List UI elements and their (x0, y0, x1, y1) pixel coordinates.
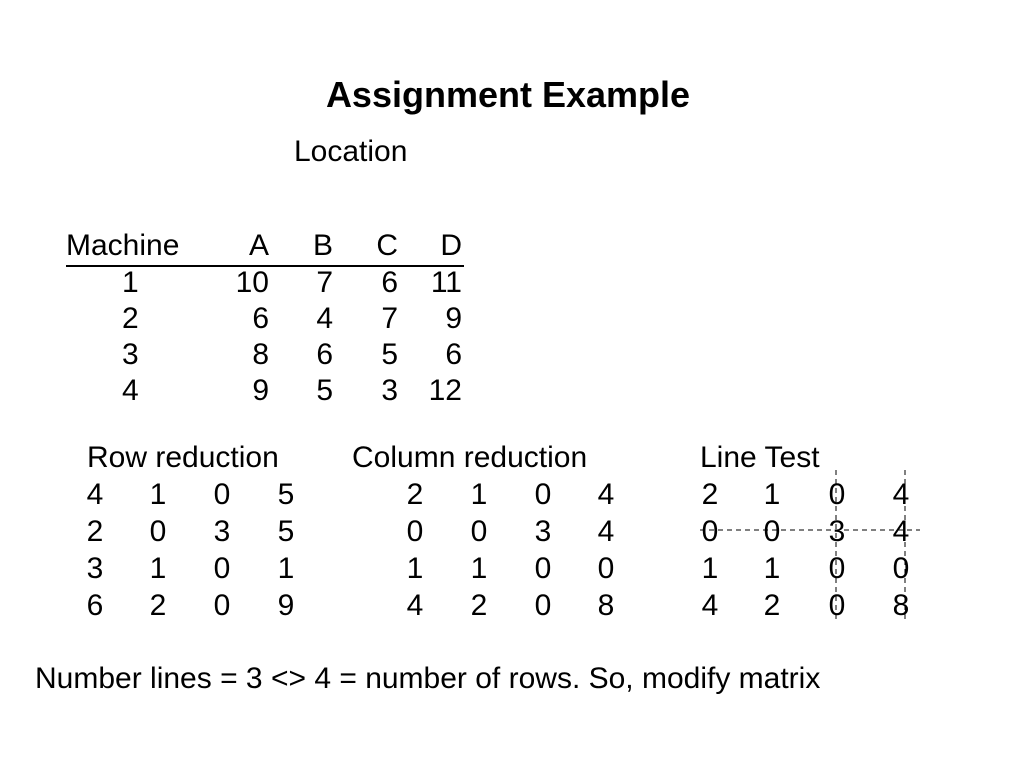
matrix-cell: 4 (406, 589, 424, 622)
matrix-cell: 1 (763, 478, 781, 511)
matrix-cell: 1 (149, 552, 167, 585)
column-header-location: C (376, 229, 398, 262)
matrix-cell: 0 (406, 515, 424, 548)
matrix-cell: 1 (470, 478, 488, 511)
cost-cell: 6 (381, 266, 398, 299)
cost-cell: 4 (316, 302, 333, 335)
matrix-cell: 1 (701, 552, 719, 585)
matrix-cell: 8 (597, 589, 615, 622)
matrix-cell: 3 (828, 515, 846, 548)
slide-title: Assignment Example (325, 74, 691, 115)
matrix-cell: 5 (277, 515, 295, 548)
matrix-cell: 0 (763, 515, 781, 548)
matrix-cell: 3 (213, 515, 231, 548)
cost-cell: 10 (235, 266, 269, 299)
matrix-cell: 0 (828, 589, 846, 622)
matrix-cell: 6 (86, 589, 104, 622)
cost-cell: 3 (381, 374, 398, 407)
column-header-location: B (312, 229, 333, 262)
matrix-cell: 0 (597, 552, 615, 585)
column-header-location: D (440, 229, 462, 262)
cost-cell: 7 (316, 266, 333, 299)
matrix-cell: 4 (597, 515, 615, 548)
row-reduction-label: Row reduction (87, 441, 279, 474)
matrix-cell: 2 (149, 589, 167, 622)
cost-cell: 12 (428, 374, 462, 407)
matrix-cell: 4 (701, 589, 719, 622)
matrix-cell: 2 (763, 589, 781, 622)
matrix-cell: 4 (86, 478, 104, 511)
cost-cell: 9 (445, 302, 462, 335)
matrix-cell: 4 (892, 478, 910, 511)
matrix-cell: 0 (213, 478, 231, 511)
matrix-cell: 3 (534, 515, 552, 548)
machine-number: 2 (122, 302, 139, 335)
cost-cell: 5 (316, 374, 333, 407)
matrix-cell: 9 (277, 589, 295, 622)
cost-cell: 8 (252, 338, 269, 371)
matrix-cell: 0 (828, 552, 846, 585)
header-underline (66, 265, 464, 267)
matrix-cell: 0 (534, 552, 552, 585)
cost-cell: 6 (252, 302, 269, 335)
matrix-cell: 1 (763, 552, 781, 585)
machine-number: 4 (122, 374, 139, 407)
matrix-cell: 4 (892, 515, 910, 548)
machine-number: 3 (122, 338, 139, 371)
matrix-cell: 5 (277, 478, 295, 511)
conclusion-text: Number lines = 3 <> 4 = number of rows. … (35, 662, 821, 695)
matrix-cell: 2 (86, 515, 104, 548)
cost-cell: 6 (445, 338, 462, 371)
matrix-cell: 2 (470, 589, 488, 622)
matrix-cell: 0 (701, 515, 719, 548)
matrix-cell: 1 (149, 478, 167, 511)
cost-cell: 11 (430, 266, 462, 299)
matrix-cell: 1 (406, 552, 424, 585)
cost-cell: 9 (252, 374, 269, 407)
line-test-label: Line Test (700, 441, 820, 474)
cost-cell: 5 (381, 338, 398, 371)
matrix-cell: 1 (470, 552, 488, 585)
matrix-cell: 0 (470, 515, 488, 548)
column-reduction-label: Column reduction (352, 441, 588, 474)
matrix-cell: 0 (149, 515, 167, 548)
cost-cell: 7 (381, 302, 398, 335)
column-header-machine: Machine (66, 229, 180, 262)
matrix-cell: 0 (213, 552, 231, 585)
matrix-cell: 1 (277, 552, 295, 585)
matrix-cell: 3 (86, 552, 104, 585)
matrix-cell: 2 (406, 478, 424, 511)
matrix-cell: 0 (534, 589, 552, 622)
matrix-cell: 4 (597, 478, 615, 511)
machine-number: 1 (122, 266, 139, 299)
matrix-cell: 0 (828, 478, 846, 511)
matrix-cell: 2 (701, 478, 719, 511)
matrix-cell: 0 (534, 478, 552, 511)
matrix-cell: 0 (213, 589, 231, 622)
column-header-location: A (248, 229, 269, 262)
location-label: Location (294, 135, 408, 168)
cost-cell: 6 (316, 338, 333, 371)
